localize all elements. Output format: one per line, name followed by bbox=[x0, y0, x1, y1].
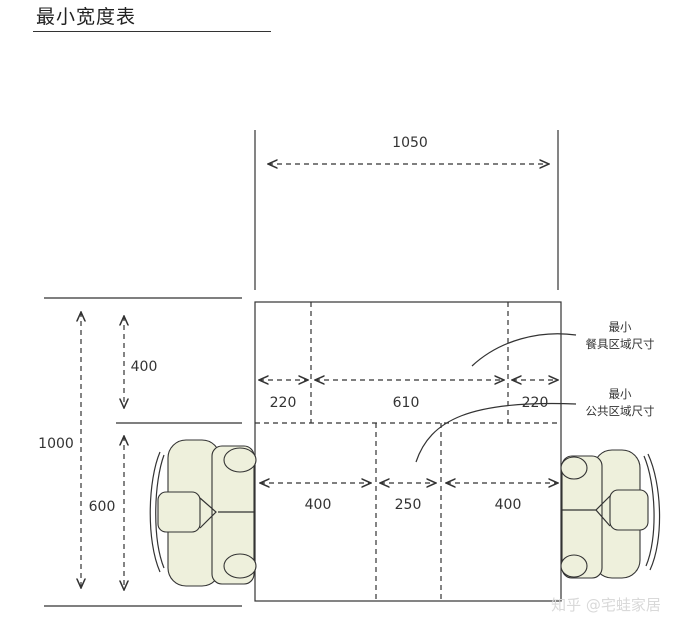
dining-callout-line2: 餐具区域尺寸 bbox=[586, 337, 655, 351]
title-underline bbox=[33, 31, 271, 32]
public-callout-line1: 最小 bbox=[609, 387, 632, 401]
left-armchair-icon bbox=[149, 439, 257, 587]
dining-left-label: 220 bbox=[270, 395, 297, 411]
table-outline bbox=[254, 301, 562, 602]
public-middle-label: 250 bbox=[395, 497, 422, 513]
overall-width-label: 1050 bbox=[392, 135, 428, 151]
dining-callout-line1: 最小 bbox=[609, 320, 632, 334]
public-callout-line2: 公共区域尺寸 bbox=[586, 404, 655, 418]
overall-depth-label: 1000 bbox=[38, 436, 74, 452]
dining-callout-line bbox=[471, 333, 577, 367]
public-left-label: 400 bbox=[305, 497, 332, 513]
public-right-label: 400 bbox=[495, 497, 522, 513]
dining-middle-label: 610 bbox=[393, 395, 420, 411]
public-callout-line bbox=[415, 402, 577, 463]
dining-right-label: 220 bbox=[522, 395, 549, 411]
right-armchair-icon bbox=[560, 449, 661, 579]
watermark: 知乎 @宅蛙家居 bbox=[551, 596, 661, 614]
dining-depth-label: 400 bbox=[131, 359, 158, 375]
page-title: 最小宽度表 bbox=[36, 6, 137, 28]
public-depth-label: 600 bbox=[89, 499, 116, 515]
